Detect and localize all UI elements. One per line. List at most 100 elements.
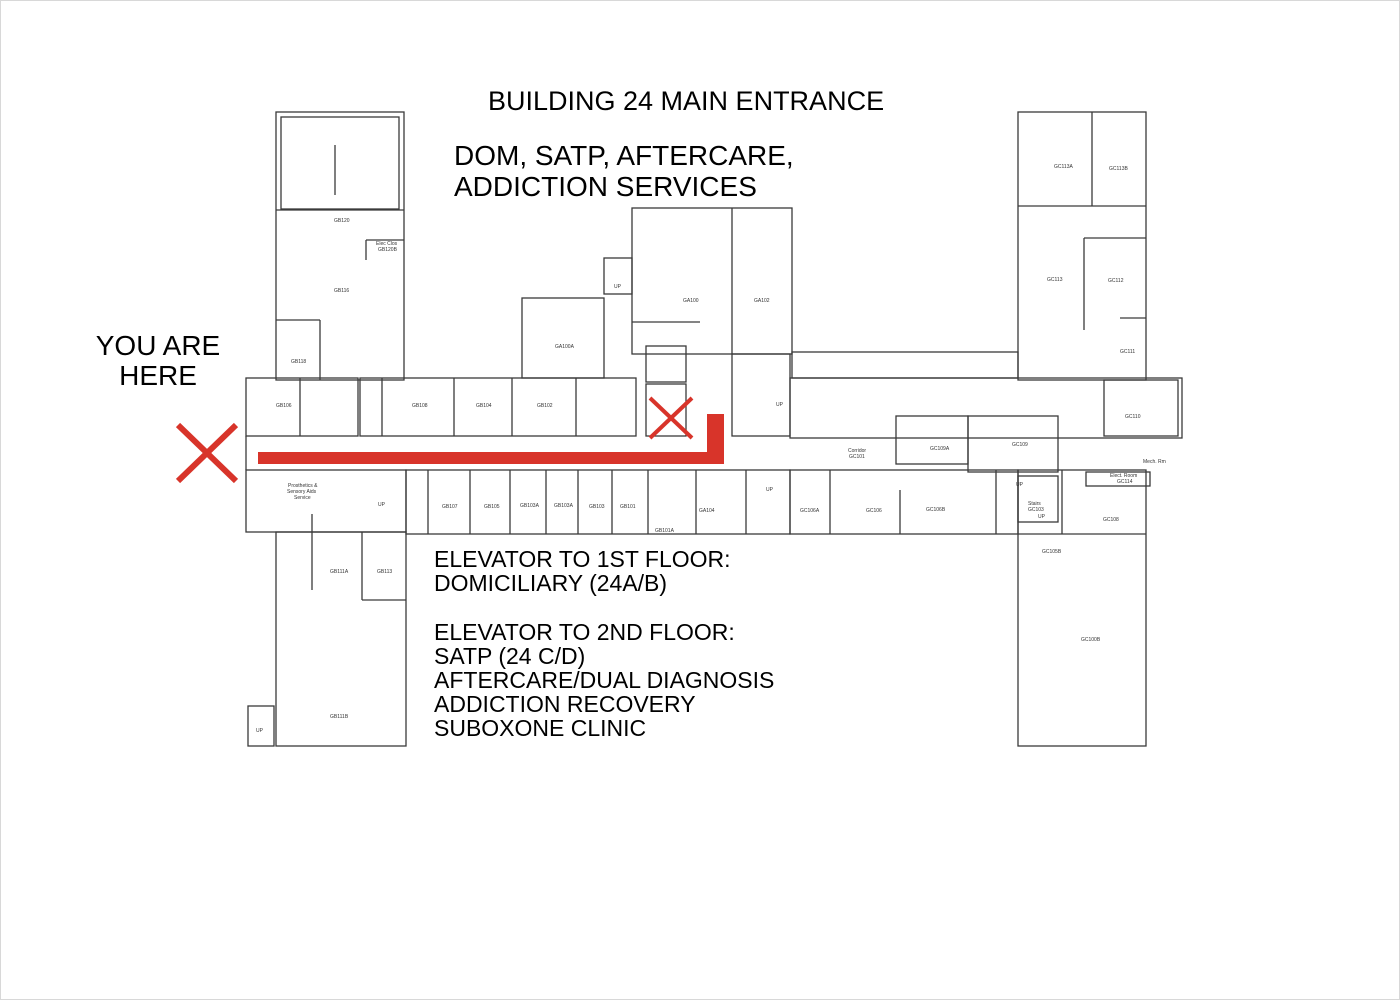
room-gb107: GB107: [442, 504, 458, 510]
wall-right-corridor: [789, 377, 1183, 439]
room-gb111a: GB111A: [330, 569, 349, 575]
room-labels: GB120 Elec Clos GB120B GB116 GB118 GB106…: [256, 164, 1166, 734]
room-up-3: UP: [378, 502, 386, 508]
room-elec-clos: Elec Clos: [376, 241, 398, 247]
room-up-4: UP: [256, 728, 264, 734]
wall-right-lower-corridor: [789, 469, 1019, 535]
room-gb120b: GB120B: [378, 247, 398, 253]
route-horizontal: [258, 452, 724, 464]
room-gc100b: GC100B: [1081, 637, 1101, 643]
room-gc111: GC111: [1120, 349, 1135, 355]
elevator-first-heading: ELEVATOR TO 1ST FLOOR:: [434, 546, 731, 572]
room-up-6: UP: [1038, 514, 1046, 520]
room-gb118: GB118: [291, 359, 306, 365]
page-title: BUILDING 24 MAIN ENTRANCE: [488, 86, 885, 116]
wall-corridor-north: [359, 377, 637, 437]
wall-stair-top: [603, 257, 633, 295]
wall-right-upper-wing: [1017, 111, 1147, 381]
wall-gc114: [1085, 471, 1151, 487]
elevator-second-item: SUBOXONE CLINIC: [434, 715, 647, 741]
room-up-1: UP: [614, 284, 622, 290]
services-line: ADDICTION SERVICES: [454, 171, 757, 202]
room-gb103: GB103: [589, 504, 605, 510]
room-gb111b: GB111B: [330, 714, 349, 720]
wall-left-lower-wing: [245, 469, 407, 533]
room-gc109: GC109: [1012, 442, 1028, 448]
wall-right-connector: [791, 351, 1019, 379]
room-gb102: GB102: [537, 403, 553, 409]
you-are-here-line: YOU ARE: [95, 330, 221, 361]
room-ga102: GA102: [754, 298, 770, 304]
room-gb106: GB106: [276, 403, 292, 409]
wall-left-upper-wing: [275, 111, 405, 381]
room-up-7: UP: [766, 487, 774, 493]
room-elect-room: Elect. Room: [1110, 473, 1137, 479]
elevator-second-item: ADDICTION RECOVERY: [434, 691, 696, 717]
room-gb108: GB108: [412, 403, 428, 409]
room-gc106a: GC106A: [800, 508, 820, 514]
wall-elevator-1: [645, 345, 687, 383]
room-gb120: GB120: [334, 218, 350, 224]
you-are-here-line: HERE: [119, 360, 197, 391]
wall-left-lower-wing-2: [275, 531, 407, 747]
room-prosthetics-2: Sensory Aids: [287, 489, 317, 495]
wall-center-top: [631, 207, 793, 355]
room-up-2: UP: [776, 402, 784, 408]
room-ga100a: GA100A: [555, 344, 575, 350]
room-gb101: GB101: [620, 504, 636, 510]
room-gc103: GC103: [1028, 507, 1044, 513]
elevator-destination-x-icon: [648, 396, 694, 440]
elevator-second-item: AFTERCARE/DUAL DIAGNOSIS: [434, 667, 775, 693]
wall-left-upper-inner: [280, 116, 400, 210]
room-corridor: Corridor: [848, 448, 866, 454]
wall-gc110: [1103, 379, 1179, 437]
room-gc105b: GC105B: [1042, 549, 1062, 555]
elevator-directory: ELEVATOR TO 1ST FLOOR: DOMICILIARY (24A/…: [434, 547, 774, 740]
room-gc113b: GC113B: [1109, 166, 1128, 172]
room-gc109a: GC109A: [930, 446, 950, 452]
room-gc113: GC113: [1047, 277, 1063, 283]
room-gb101a: GB101A: [655, 528, 675, 534]
building-walls: [245, 111, 1183, 747]
room-gb104: GB104: [476, 403, 492, 409]
wall-ga100a: [521, 297, 605, 379]
room-mech-rm: Mech. Rm: [1143, 459, 1166, 465]
room-gb103a: GB103A: [520, 503, 540, 509]
room-gb103a-2: GB103A: [554, 503, 574, 509]
room-stairs: Stairs: [1028, 501, 1041, 507]
room-prosthetics-1: Prosthetics &: [288, 483, 318, 489]
services-line: DOM, SATP, AFTERCARE,: [454, 140, 794, 171]
room-gc110: GC110: [1125, 414, 1141, 420]
room-gc106: GC106: [866, 508, 882, 514]
wall-stair-lower: [247, 705, 275, 747]
you-are-here-x-icon: [175, 422, 239, 484]
elevator-second-item: SATP (24 C/D): [434, 643, 586, 669]
services-label: DOM, SATP, AFTERCARE, ADDICTION SERVICES: [454, 140, 794, 202]
wall-elevator-2: [645, 383, 687, 437]
room-ga100: GA100: [683, 298, 699, 304]
room-ga104: GA104: [699, 508, 715, 514]
room-gb116: GB116: [334, 288, 349, 294]
room-gc112: GC112: [1108, 278, 1124, 284]
room-gc114: GC114: [1117, 479, 1133, 485]
wall-stair-mid: [731, 353, 791, 437]
room-prosthetics-3: Service: [294, 495, 311, 501]
room-gc101: GC101: [849, 454, 865, 460]
route-to-elevator: [258, 414, 724, 464]
route-vertical: [707, 414, 724, 464]
wall-gc109a: [895, 415, 969, 465]
wall-corridor-south: [405, 469, 791, 535]
elevator-first-item: DOMICILIARY (24A/B): [434, 570, 668, 596]
room-up-5: UP: [1016, 482, 1024, 488]
wall-right-lower-wing: [1017, 469, 1147, 747]
you-are-here-label: YOU ARE HERE: [88, 331, 228, 391]
wall-gc109: [967, 415, 1059, 473]
room-gc108: GC108: [1103, 517, 1119, 523]
room-gb113: GB113: [377, 569, 392, 575]
wall-stairs-right: [1017, 475, 1059, 523]
wall-left-corridor-block: [245, 377, 359, 437]
room-gb105: GB105: [484, 504, 500, 510]
elevator-second-heading: ELEVATOR TO 2ND FLOOR:: [434, 619, 735, 645]
room-gc113a: GC113A: [1054, 164, 1073, 170]
room-gc106b: GC106B: [926, 507, 946, 513]
